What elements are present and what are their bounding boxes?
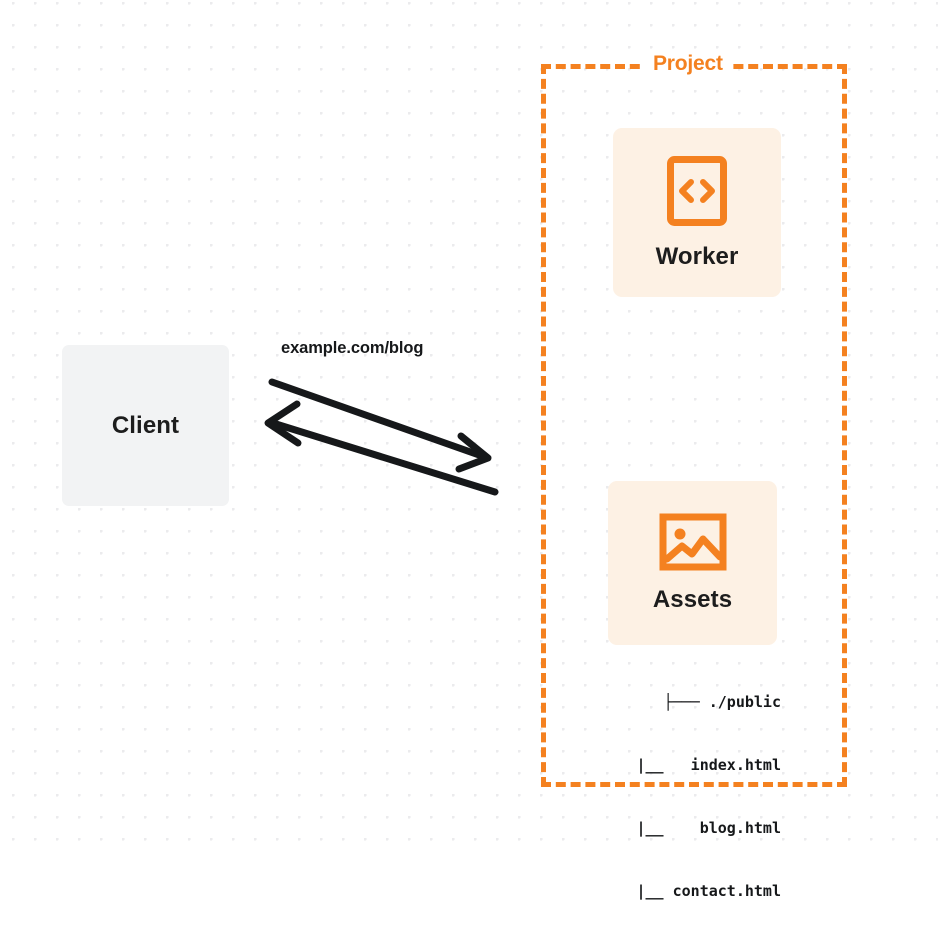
client-node-label: Client [111,411,180,439]
file-tree-line: |__ contact.html [618,882,781,900]
worker-card[interactable]: Worker [613,128,781,297]
assets-card[interactable]: Assets [608,481,777,645]
assets-card-label: Assets [652,585,733,613]
client-node[interactable]: Client [62,345,229,506]
request-url-label: example.com/blog [281,339,424,357]
code-brackets-icon [666,155,728,227]
file-tree-line: ├─── ./public [663,693,781,711]
file-tree-line: |__ index.html [618,756,781,774]
image-icon [659,513,727,571]
request-arrow [268,378,492,473]
file-tree-line: |__ blog.html [618,819,781,837]
project-label: Project [644,51,732,77]
diagram-canvas: Client example.com/blog Project Worker [0,0,938,900]
response-arrow [264,400,499,496]
worker-card-label: Worker [655,242,739,270]
assets-file-tree: ├─── ./public |__ index.html |__ blog.ht… [585,650,781,944]
